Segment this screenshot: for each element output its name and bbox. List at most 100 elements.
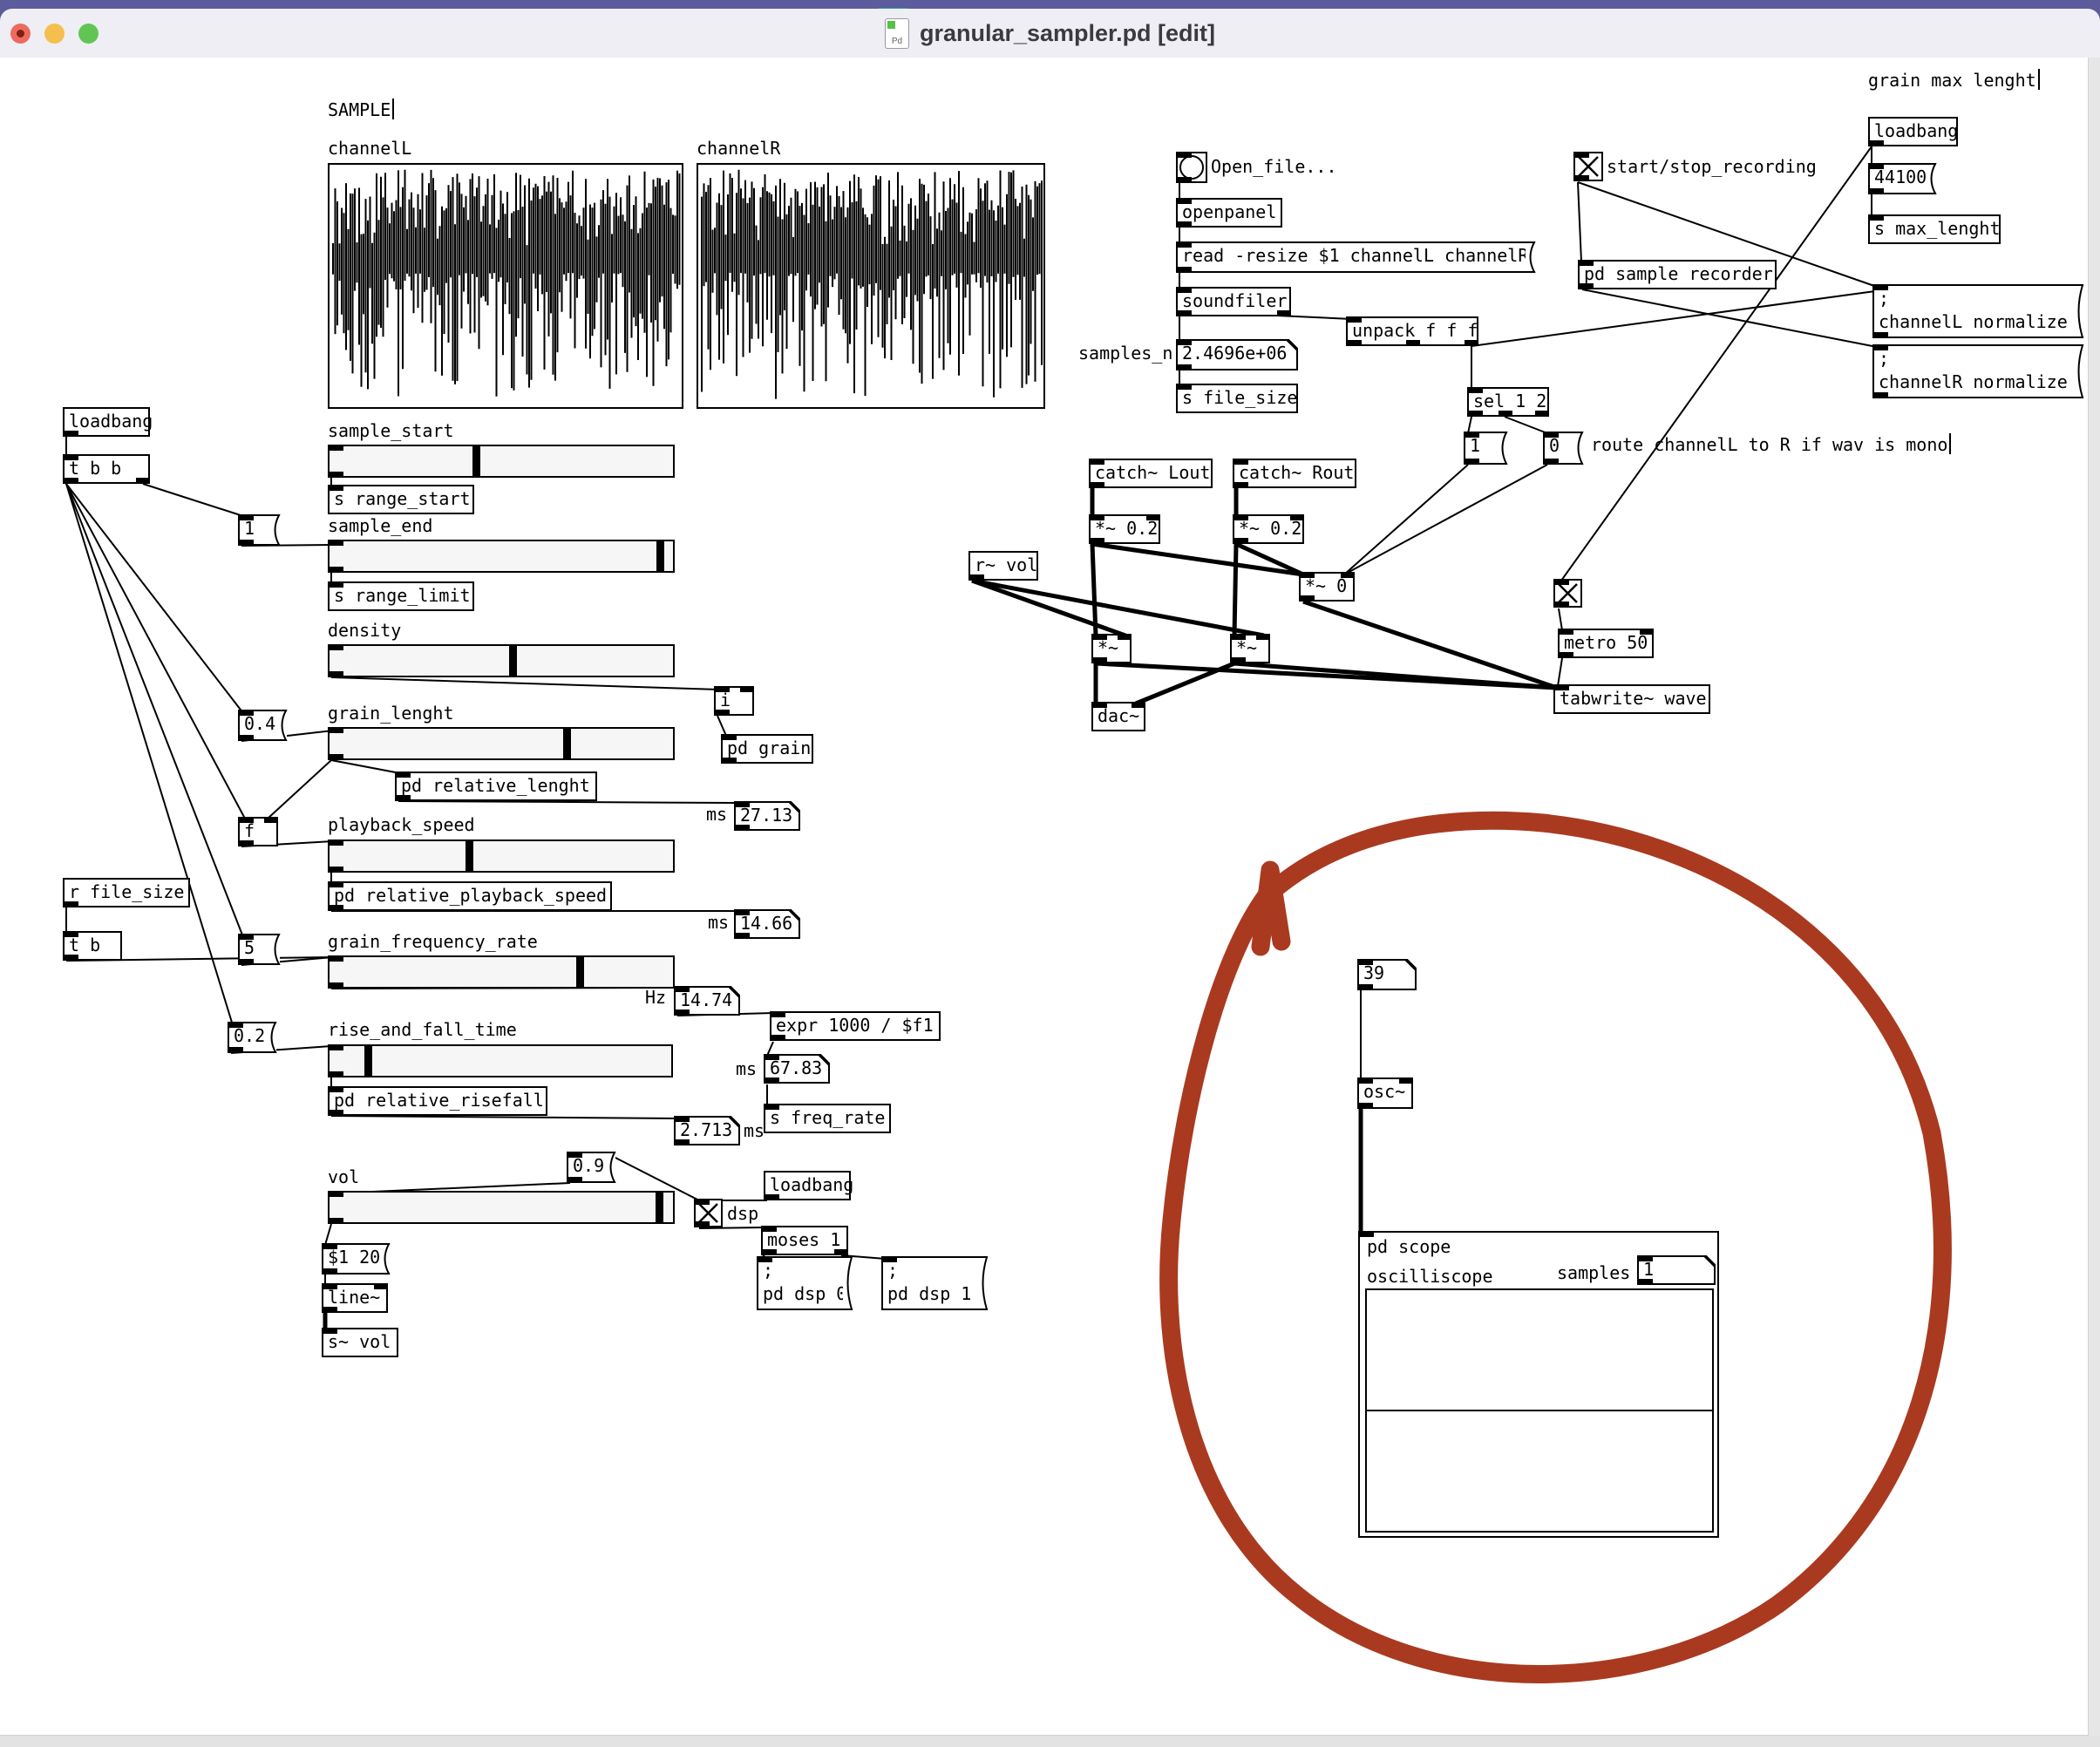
outlet[interactable]	[1093, 657, 1107, 663]
num-2p713[interactable]: 2.713	[674, 1116, 740, 1145]
comment-hz[interactable]: Hz	[645, 985, 666, 1009]
inlet[interactable]	[1359, 959, 1373, 965]
inlet[interactable]	[740, 686, 754, 692]
outlet[interactable]	[1301, 595, 1315, 602]
inlet[interactable]	[696, 1199, 710, 1205]
inlet[interactable]	[765, 1054, 779, 1060]
patch-wire[interactable]	[330, 759, 401, 774]
comment-vol[interactable]: vol	[328, 1165, 359, 1189]
inlet[interactable]	[323, 1283, 337, 1289]
outlet[interactable]	[1639, 1279, 1653, 1285]
patch-wire[interactable]	[1581, 289, 1878, 348]
comment-samples-label[interactable]: samples	[1557, 1261, 1630, 1285]
inlet[interactable]	[1874, 344, 1888, 350]
obj-line[interactable]: line~	[322, 1283, 388, 1313]
slider-density[interactable]	[328, 644, 675, 677]
outlet[interactable]	[1178, 177, 1192, 183]
patch-wire[interactable]	[1467, 416, 1472, 434]
inlet[interactable]	[330, 485, 343, 491]
inlet[interactable]	[1093, 702, 1107, 708]
inlet[interactable]	[1575, 152, 1589, 158]
patch-wire[interactable]	[698, 1227, 765, 1229]
slider-playback-speed[interactable]	[328, 840, 675, 873]
outlet[interactable]	[1348, 340, 1362, 346]
obj-t-b-b[interactable]: t b b	[63, 454, 150, 484]
inlet[interactable]	[1640, 629, 1654, 635]
patch-wire[interactable]	[330, 676, 720, 690]
outlet[interactable]	[330, 1071, 343, 1077]
outlet[interactable]	[1234, 482, 1248, 488]
obj-sel-1-2[interactable]: sel 1 2	[1467, 387, 1549, 417]
comment-route-note[interactable]: route channelL to R if wav is mono	[1591, 432, 1952, 457]
slider-sample-start[interactable]	[328, 445, 675, 478]
patch-wire[interactable]	[717, 715, 727, 737]
outlet[interactable]	[1870, 188, 1884, 194]
inlet[interactable]	[1234, 459, 1248, 465]
inlet[interactable]	[330, 540, 343, 546]
inlet[interactable]	[1870, 163, 1884, 169]
inlet[interactable]	[330, 881, 343, 887]
horizontal-scrollbar[interactable]	[0, 1735, 2100, 1747]
msg-read-resize[interactable]: read -resize $1 channelL channelR	[1176, 241, 1536, 273]
inlet[interactable]	[330, 840, 343, 846]
obj-t-b[interactable]: t b	[63, 931, 122, 961]
outlet[interactable]	[1178, 267, 1192, 273]
outlet[interactable]	[330, 754, 343, 760]
inlet[interactable]	[1399, 1077, 1413, 1084]
signal-wire[interactable]	[1234, 541, 1305, 577]
signal-wire[interactable]	[1233, 661, 1558, 690]
outlet[interactable]	[330, 671, 343, 677]
patch-wire[interactable]	[1577, 181, 1582, 262]
num-14p66[interactable]: 14.66	[734, 909, 800, 939]
outlet[interactable]	[1874, 332, 1888, 338]
outlet[interactable]	[1091, 482, 1104, 488]
comment-ms-2713[interactable]: ms	[744, 1118, 765, 1143]
obj-pd-relative-playback-speed[interactable]: pd relative_playback_speed	[328, 881, 612, 911]
outlet[interactable]	[1874, 392, 1888, 398]
patch-wire[interactable]	[65, 483, 234, 1026]
msg-pd-dsp-1[interactable]: ; pd dsp 1	[881, 1256, 989, 1310]
obj-pd-relative-lenght[interactable]: pd relative_lenght	[395, 772, 597, 801]
outlet[interactable]	[676, 1139, 690, 1145]
slider-grain-frequency-rate[interactable]	[328, 955, 675, 989]
inlet[interactable]	[240, 514, 254, 520]
outlet[interactable]	[676, 1009, 690, 1016]
comment-open-file[interactable]: Open_file...	[1211, 154, 1337, 179]
patch-wire[interactable]	[840, 1254, 887, 1260]
outlet[interactable]	[65, 901, 78, 907]
slider-playback-speed-handle[interactable]	[466, 841, 473, 871]
obj-pd-sample-recorder[interactable]: pd sample recorder	[1578, 260, 1777, 289]
inlet[interactable]	[1091, 514, 1104, 520]
outlet[interactable]	[136, 478, 150, 484]
obj-tabwrite-wave[interactable]: tabwrite~ wave	[1553, 684, 1710, 714]
msg-1-sample-end[interactable]: 1	[238, 514, 281, 546]
comment-ms-playback[interactable]: ms	[708, 910, 729, 935]
obj-s-max-lenght[interactable]: s max_lenght	[1868, 214, 2001, 244]
outlet[interactable]	[568, 1177, 582, 1183]
num-scope-samples[interactable]: 1	[1637, 1255, 1716, 1285]
signal-wire[interactable]	[1232, 543, 1239, 636]
comment-sample-start[interactable]: sample_start	[328, 418, 454, 443]
comment-samples-n[interactable]: samples_n	[1078, 341, 1172, 365]
slider-vol[interactable]	[328, 1191, 675, 1224]
outlet[interactable]	[330, 905, 343, 911]
inlet[interactable]	[568, 1152, 582, 1158]
inlet[interactable]	[676, 986, 690, 992]
inlet[interactable]	[1232, 634, 1246, 640]
outlet[interactable]	[240, 735, 254, 741]
obj-times-l[interactable]: *~	[1091, 634, 1132, 663]
slider-grain-lenght[interactable]	[328, 727, 675, 760]
obj-i[interactable]: i	[714, 686, 754, 716]
inlet[interactable]	[330, 955, 343, 962]
inlet[interactable]	[1560, 629, 1573, 635]
outlet[interactable]	[1091, 538, 1104, 544]
patch-wire[interactable]	[330, 1115, 678, 1119]
num-67p83[interactable]: 67.83	[764, 1054, 830, 1084]
comment-playback-speed[interactable]: playback_speed	[328, 812, 475, 837]
msg-0p9[interactable]: 0.9	[567, 1152, 616, 1183]
inlet[interactable]	[1555, 579, 1569, 585]
outlet[interactable]	[970, 574, 984, 581]
outlet[interactable]	[723, 758, 737, 764]
outlet[interactable]	[229, 1047, 243, 1053]
